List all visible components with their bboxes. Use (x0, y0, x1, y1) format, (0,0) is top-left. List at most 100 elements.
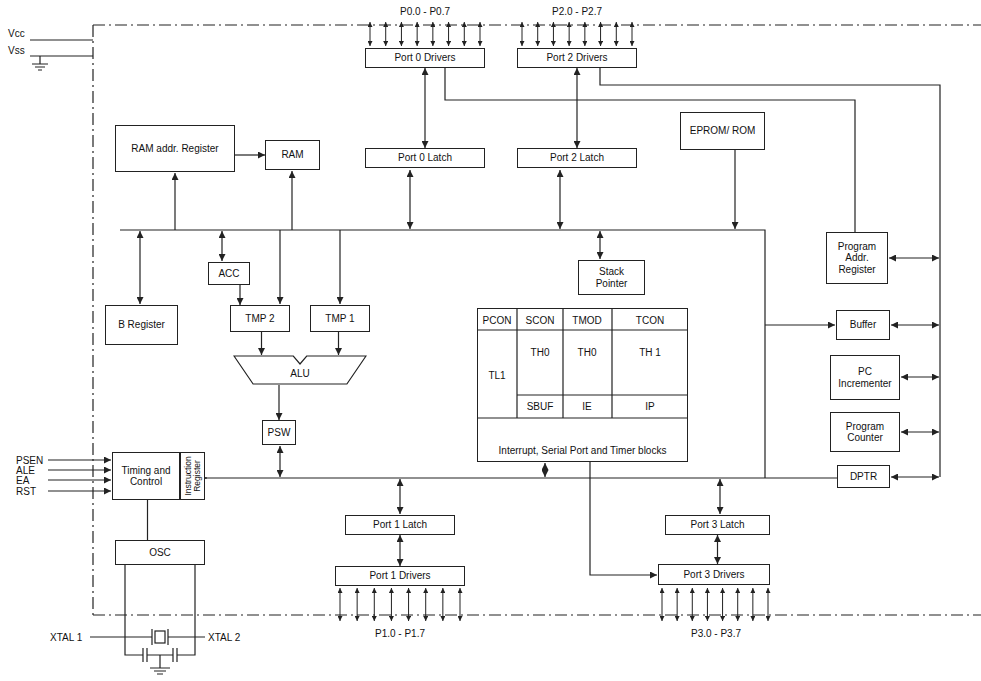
port-pin (722, 588, 723, 621)
bus-line (221, 231, 222, 261)
box-label: OSC (149, 547, 171, 559)
box-label: Interrupt, Serial Port and Timer blocks (499, 445, 667, 457)
bus-line (889, 257, 939, 258)
bus-line (719, 479, 720, 514)
register-box: TMP 2 (230, 305, 290, 332)
port-pin (425, 588, 426, 621)
connector (338, 332, 339, 355)
box-label: RAM (281, 149, 303, 161)
box-label: RAM addr. Register (131, 143, 218, 155)
port-pin (417, 22, 418, 46)
connector (261, 332, 262, 355)
bus-line (544, 463, 545, 477)
bus-line (734, 150, 735, 229)
buffer-box: Buffer (836, 310, 890, 340)
port-pin (692, 588, 693, 621)
port-latch: Port 2 Latch (517, 148, 637, 168)
connector (147, 500, 148, 540)
sfr-register: TH 1 (639, 347, 661, 358)
register-box: TMP 1 (310, 305, 370, 332)
port-pin (374, 588, 375, 621)
port-pin (522, 22, 523, 46)
bus-line (590, 462, 657, 575)
port-pin (370, 22, 371, 46)
crystal-pin: XTAL 2 (208, 632, 240, 643)
port-pin (537, 22, 538, 46)
port-latch: Port 1 Latch (345, 515, 455, 535)
control-pin-label: PSEN (16, 455, 43, 466)
port-pin (768, 588, 769, 621)
capacitor-symbol (143, 648, 177, 662)
port-pin (480, 22, 481, 46)
chip-border (93, 25, 981, 615)
connector (399, 535, 400, 566)
bus-line (139, 231, 140, 304)
box-label: Port 2 Drivers (546, 52, 607, 64)
register-box: DPTR (837, 465, 890, 488)
bus-line (339, 230, 340, 304)
connector (239, 285, 240, 305)
port-pin (442, 588, 443, 621)
connector (717, 535, 718, 564)
register-box: PC Incrementer (830, 355, 900, 400)
port-driver: Port 2 Drivers (517, 48, 637, 68)
register-box: Instruction Register (180, 452, 205, 500)
bus-line (901, 376, 939, 377)
power-pin: Vss (8, 45, 25, 56)
port-pin (677, 588, 678, 621)
port-driver: Port 1 Drivers (335, 566, 465, 586)
sfr-register: TCON (636, 315, 664, 326)
box-label: Port 0 Drivers (394, 52, 455, 64)
port-pin (460, 588, 461, 621)
port-pin (662, 588, 663, 621)
bus-line (279, 446, 280, 477)
register-box: B Register (105, 305, 178, 345)
box-label: Port 2 Latch (550, 152, 604, 164)
sfr-register: IP (645, 401, 654, 412)
port-pin (432, 22, 433, 46)
box-label: Port 3 Drivers (683, 569, 744, 581)
memory-box: RAM (265, 140, 320, 170)
crystal-symbol (152, 629, 168, 645)
power-line (30, 40, 93, 70)
control-pin (48, 490, 111, 491)
port-pin (584, 22, 585, 46)
bus-line (399, 479, 400, 514)
box-label: Port 1 Latch (373, 519, 427, 531)
register-box: Stack Pointer (578, 260, 645, 295)
control-pin-label: ALE (16, 465, 35, 476)
port-pin (391, 588, 392, 621)
port-pin (448, 22, 449, 46)
box-label: Instruction Register (184, 454, 202, 498)
connector (576, 68, 577, 148)
port-pin (569, 22, 570, 46)
port-driver: Port 0 Drivers (365, 48, 485, 68)
internal-bus (120, 230, 837, 478)
box-label: ACC (218, 268, 239, 280)
pin-group-label: P2.0 - P2.7 (552, 6, 602, 17)
port-pin (553, 22, 554, 46)
bus-line (409, 170, 410, 229)
sfr-register: TH0 (578, 347, 597, 358)
box-label: Program Addr. Register (830, 241, 884, 276)
box-label: PC Incrementer (834, 366, 896, 389)
sfr-register: TMOD (572, 315, 601, 326)
control-pin-label: EA (16, 475, 29, 486)
alu-outline (234, 356, 366, 384)
address-bus (939, 258, 940, 477)
register-box: ACC (208, 262, 250, 285)
box-label: Port 3 Latch (691, 519, 745, 531)
register-box: RAM addr. Register (115, 125, 235, 172)
alu-shape: ALU (233, 355, 367, 385)
pin-group-label: P1.0 - P1.7 (375, 628, 425, 639)
crystal-pin: XTAL 1 (50, 632, 82, 643)
box-label: ALU (290, 360, 309, 380)
port-pin (340, 588, 341, 621)
connector (235, 154, 265, 155)
crystal-symbol (155, 631, 165, 643)
address-line (445, 68, 940, 258)
port-driver: Port 3 Drivers (658, 564, 770, 585)
box-label: B Register (118, 319, 165, 331)
